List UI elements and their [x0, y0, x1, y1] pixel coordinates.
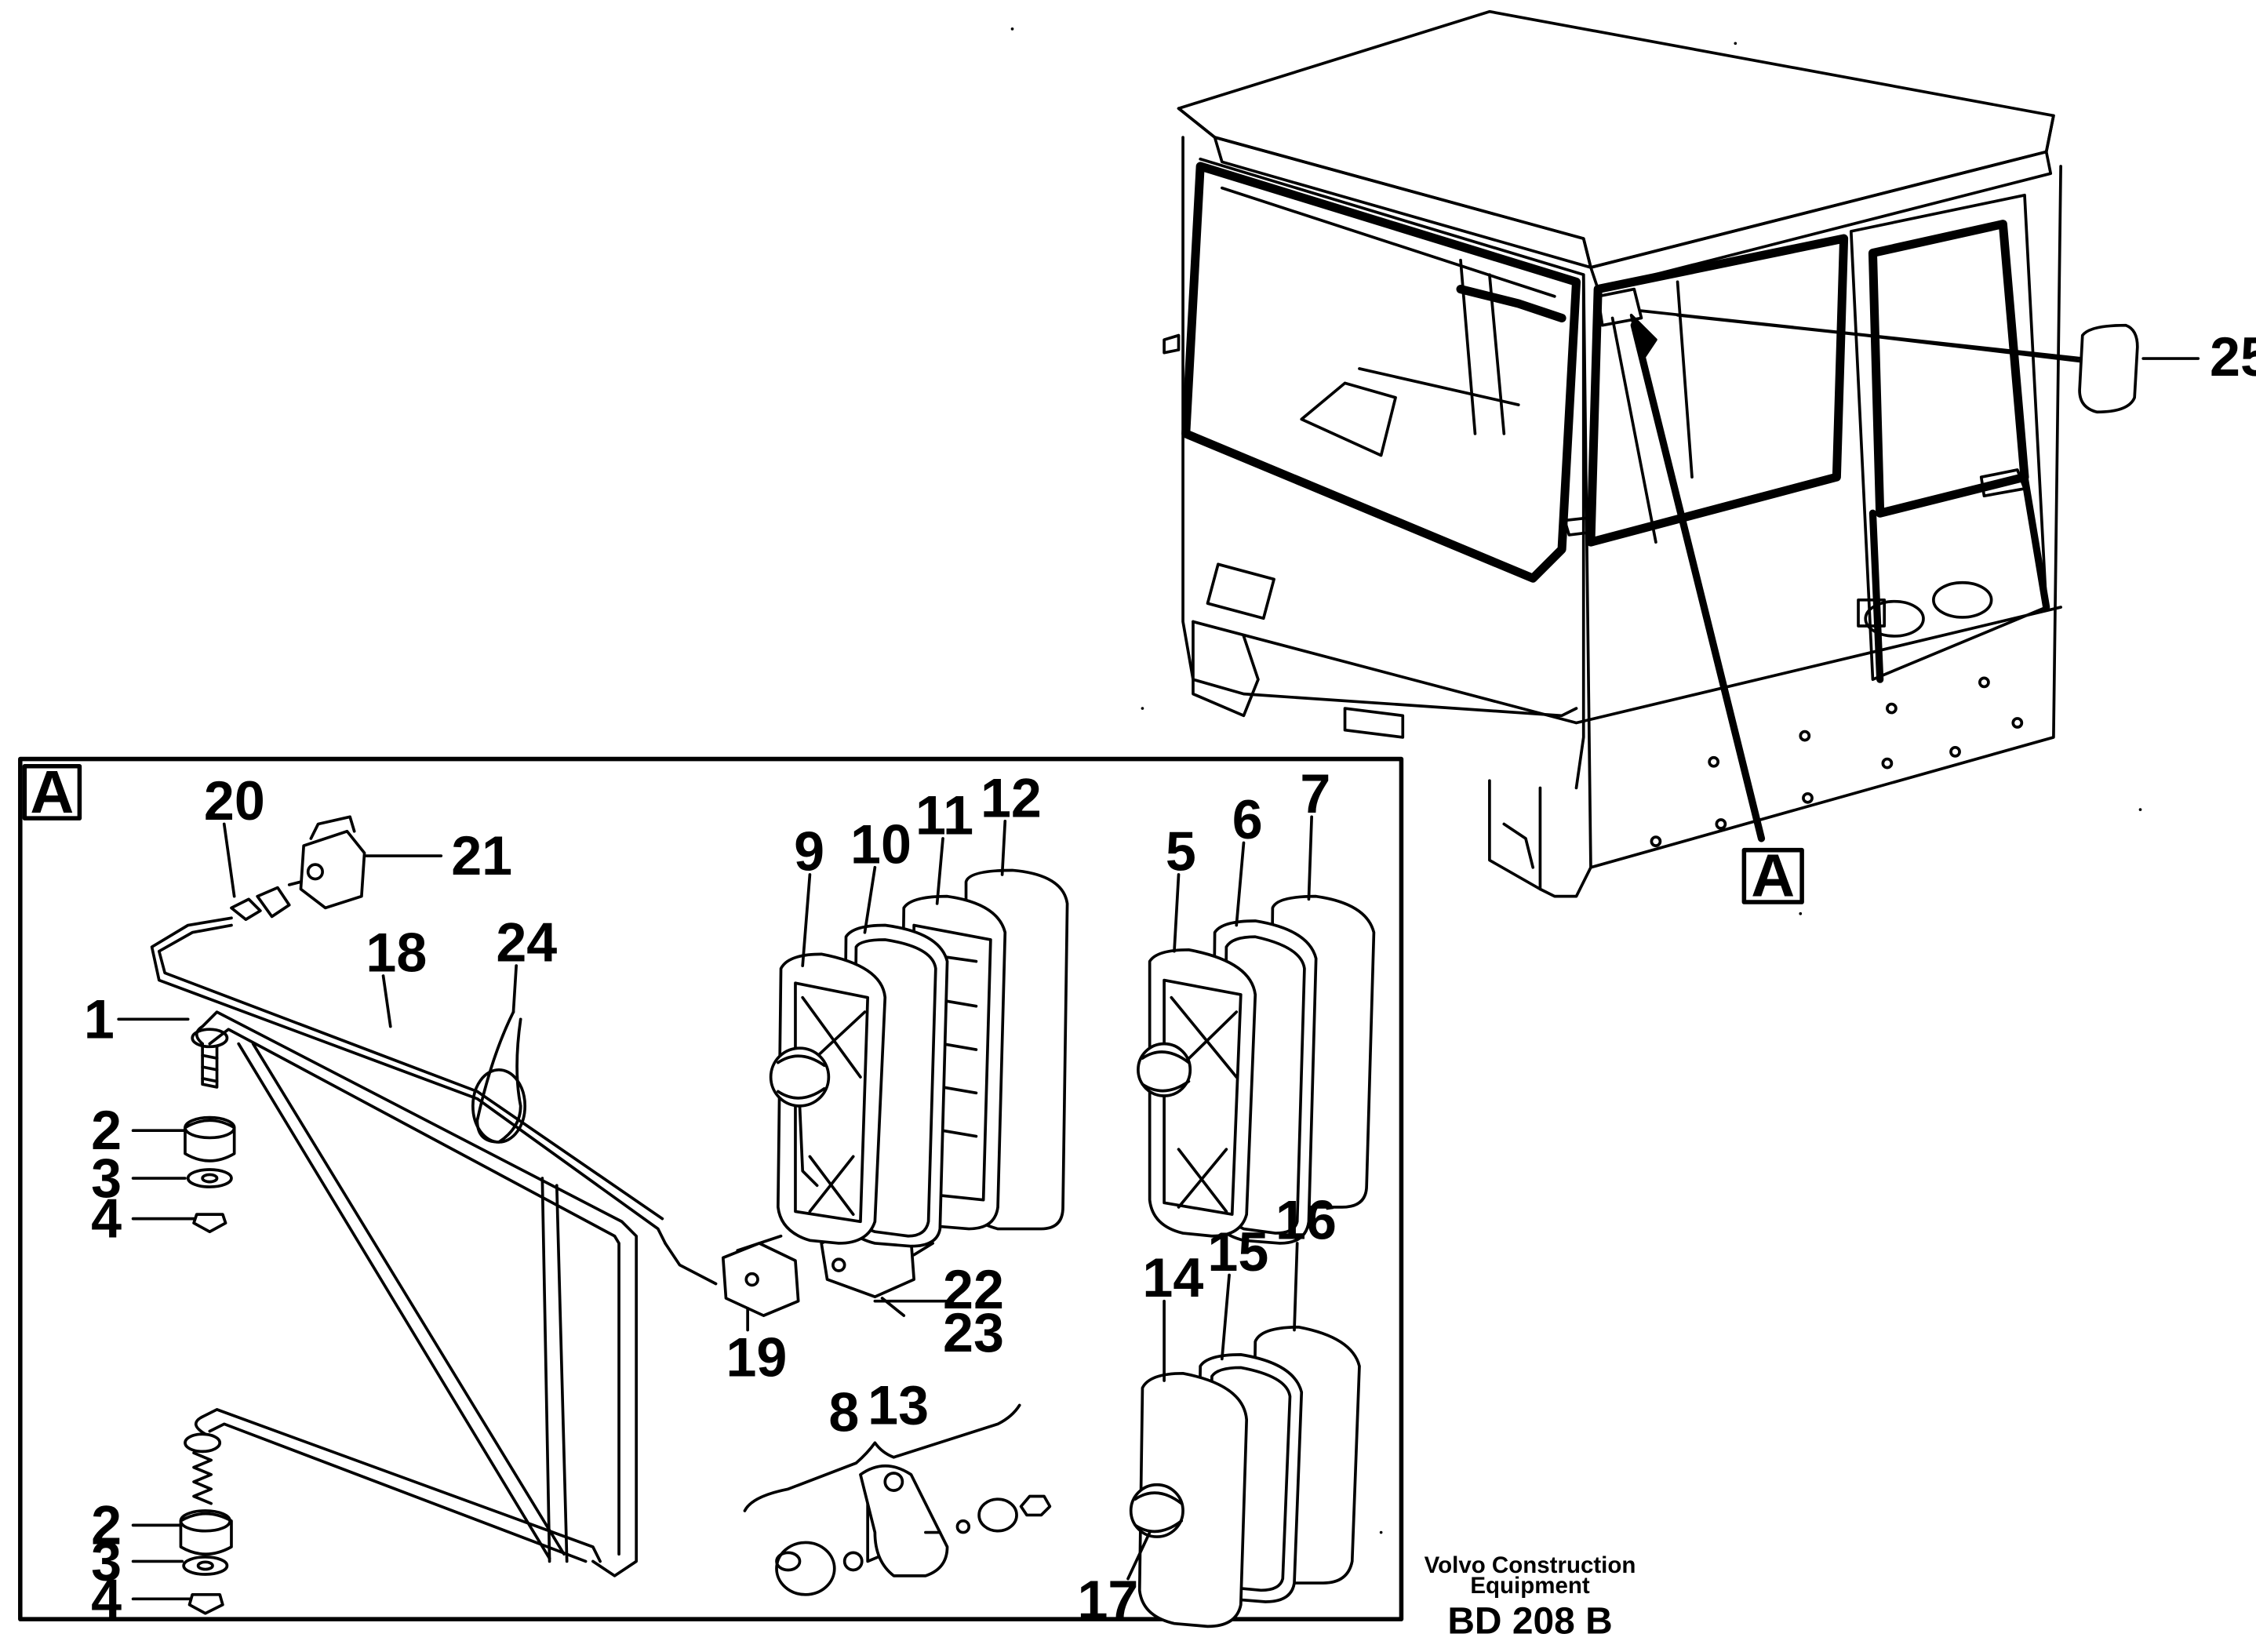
cab-callout-letter: A [1751, 842, 1795, 910]
label-19: 19 [726, 1327, 787, 1388]
label-20: 20 [204, 770, 265, 831]
label-14: 14 [1142, 1247, 1203, 1308]
mount-stack-lower [179, 1432, 233, 1615]
leader-lines [117, 815, 1313, 1601]
label-25: 25 [2210, 326, 2256, 388]
label-15: 15 [1207, 1221, 1268, 1283]
mirror-arm-18 [150, 916, 718, 1577]
detail-box-letter: A [30, 759, 74, 826]
label-13: 13 [868, 1374, 929, 1435]
mirror-assembly-5-7 [1137, 894, 1376, 1245]
label-10: 10 [850, 813, 911, 875]
label-5: 5 [1166, 821, 1196, 882]
label-11: 11 [915, 784, 973, 846]
label-16: 16 [1275, 1189, 1337, 1250]
cab-illustration [1163, 9, 2200, 898]
label-4-upper: 4 [91, 1188, 122, 1250]
label-3-lower: 3 [91, 1530, 122, 1592]
label-18: 18 [366, 922, 427, 983]
label-9: 9 [794, 821, 824, 882]
part-labels: 1 2 3 4 2 3 4 20 21 18 24 19 22 23 9 10 … [84, 763, 1337, 1631]
company-line-1: Volvo Construction [1425, 1552, 1636, 1578]
label-22: 22 [943, 1259, 1004, 1320]
label-3-upper: 3 [91, 1148, 122, 1209]
label-7: 7 [1300, 763, 1330, 824]
footer: Volvo Construction Equipment BD 208 B [1425, 1552, 1636, 1642]
label-4-lower: 4 [91, 1568, 122, 1629]
label-24: 24 [496, 912, 557, 973]
company-line-2: Equipment [1470, 1573, 1590, 1599]
mount-stack-upper [184, 1028, 236, 1234]
mirror-assembly-9-12 [769, 868, 1069, 1248]
label-23: 23 [943, 1302, 1004, 1363]
connector-20-21 [230, 815, 366, 921]
scan-specks [1010, 27, 2142, 1534]
cable-tie-24 [471, 1010, 527, 1144]
ball-joint-parts-8-13 [743, 1403, 1052, 1596]
label-2-lower: 2 [91, 1494, 122, 1556]
label-17: 17 [1077, 1570, 1138, 1631]
mirror-assembly-14-16 [1129, 1326, 1361, 1628]
cab-callout-box: A [1741, 842, 1804, 910]
detail-view-a: A [18, 756, 1404, 1621]
label-8: 8 [828, 1382, 859, 1443]
label-2-upper: 2 [91, 1100, 122, 1161]
label-12: 12 [981, 767, 1042, 828]
drawing-code: BD 208 B [1447, 1601, 1612, 1643]
label-6: 6 [1232, 789, 1263, 850]
label-21: 21 [451, 825, 512, 886]
label-1: 1 [84, 988, 115, 1050]
